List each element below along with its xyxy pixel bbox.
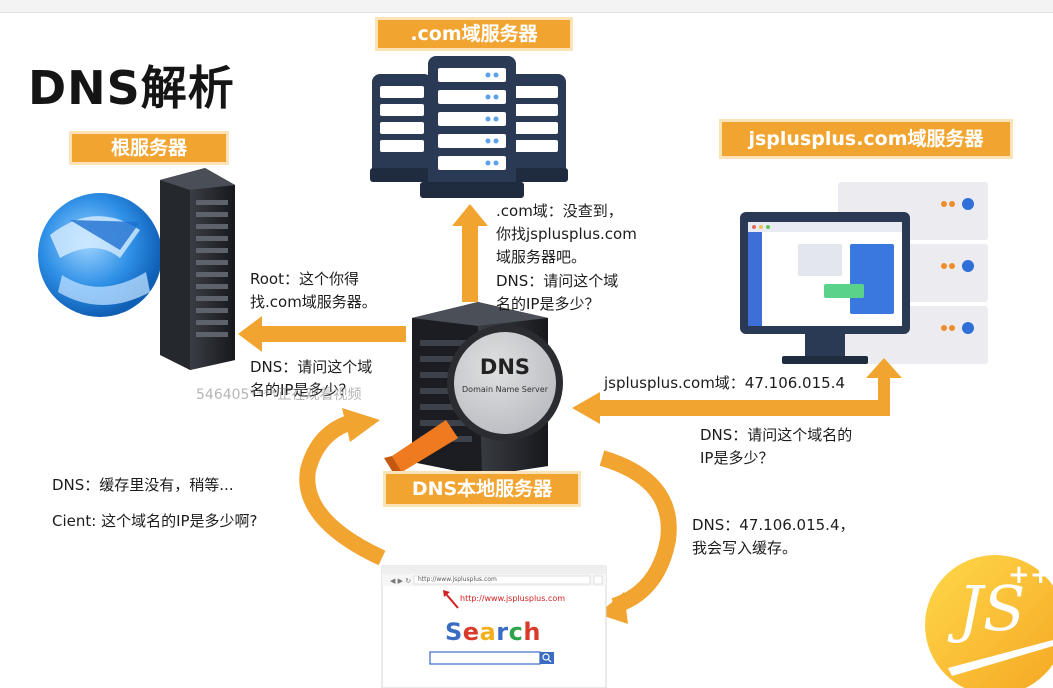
- local-dns-server-illustration: [384, 302, 563, 476]
- root-reply-line-1: Root：这个你得: [250, 270, 359, 288]
- search-logo-letter: h: [523, 618, 541, 646]
- search-logo-letter: a: [479, 618, 497, 646]
- dns-answer-message: DNS：47.106.015.4， 我会写入缓存。: [692, 514, 855, 560]
- to-root-query-message: DNS：请问这个域 名的IP是多少？: [250, 356, 372, 402]
- search-logo: Search: [445, 618, 541, 646]
- root-reply-line-2: 找.com域服务器。: [250, 293, 377, 311]
- com-reply-message: .com域：没查到， 你找jsplusplus.com 域服务器吧。: [496, 200, 637, 269]
- jsplusplus-reply-message: jsplusplus.com域：47.106.015.4: [604, 374, 846, 392]
- browser-url-callout: http://www.jsplusplus.com: [460, 594, 566, 603]
- cache-wait-message: DNS：缓存里没有，稍等...: [52, 476, 234, 494]
- back-icon: ◀ ▶ ↻: [390, 577, 411, 585]
- arrow-to-jsplusplus-icon: [600, 358, 902, 416]
- search-box: [429, 651, 541, 665]
- root-rack-icon: [160, 168, 235, 370]
- root-reply-message: Root：这个你得 找.com域服务器。: [250, 268, 377, 314]
- com-reply-line-1: .com域：没查到，: [496, 202, 623, 220]
- search-logo-letter: r: [496, 618, 509, 646]
- dns-answer-line-1: DNS：47.106.015.4，: [692, 516, 855, 534]
- jsplusplus-server-illustration: [740, 182, 988, 364]
- curved-arrow-dns-to-client-icon: [599, 450, 677, 614]
- page-title: DNS解析: [28, 61, 235, 115]
- com-reply-line-2: 你找jsplusplus.com: [496, 225, 637, 243]
- arrow-to-root-icon: [260, 326, 406, 342]
- jsplusplus-logo: [925, 555, 1053, 688]
- lens-dns-subtitle: Domain Name Server: [462, 385, 548, 394]
- search-logo-text: Search: [445, 618, 541, 646]
- com-server-illustration: [370, 56, 568, 198]
- arrow-to-com-icon: [462, 224, 478, 302]
- client-query-message: Cient: 这个域名的IP是多少啊?: [52, 512, 258, 530]
- menu-icon: [593, 575, 603, 585]
- lens-dns-title: DNS: [479, 355, 531, 379]
- search-logo-letter: c: [508, 618, 524, 646]
- logo-text: JS: [958, 572, 1026, 645]
- to-jsplusplus-query-message: DNS：请问这个域名的 IP是多少？: [700, 424, 852, 470]
- viewer-watermark: 546405****正在观看视频: [196, 387, 362, 403]
- callout-pointer-icon: [445, 593, 459, 609]
- to-com-query-line-2: 名的IP是多少？: [496, 295, 600, 313]
- browser-address-bar: http://www.jsplusplus.com: [418, 576, 497, 583]
- com-reply-line-3: 域服务器吧。: [496, 248, 587, 266]
- root-server-illustration: [38, 168, 235, 370]
- jsplusplus-server-label: jsplusplus.com域服务器: [722, 122, 1010, 156]
- root-server-label: 根服务器: [72, 134, 226, 162]
- top-bar: [0, 0, 1053, 13]
- com-server-label: .com域服务器: [378, 20, 570, 48]
- to-com-query-message: DNS：请问这个域 名的IP是多少？: [496, 270, 618, 316]
- query-arrows: [238, 204, 902, 424]
- logo-superscript: ++: [1008, 560, 1052, 590]
- to-jsplusplus-query-line-1: DNS：请问这个域名的: [700, 426, 853, 444]
- browser-window: ◀ ▶ ↻: [381, 565, 607, 688]
- local-dns-server-label: DNS本地服务器: [386, 474, 578, 504]
- curved-arrow-client-to-dns-icon: [299, 414, 386, 566]
- magnifier-icon: [384, 325, 563, 474]
- cycle-arrows: [299, 414, 677, 614]
- to-com-query-line-1: DNS：请问这个域: [496, 272, 619, 290]
- dns-answer-line-2: 我会写入缓存。: [692, 539, 798, 557]
- to-jsplusplus-query-line-2: IP是多少？: [700, 449, 774, 467]
- to-root-query-line-2: 名的IP是多少？: [250, 381, 354, 399]
- to-root-query-line-1: DNS：请问这个域: [250, 358, 373, 376]
- search-logo-letter: e: [462, 618, 480, 646]
- search-logo-letter: S: [445, 618, 463, 646]
